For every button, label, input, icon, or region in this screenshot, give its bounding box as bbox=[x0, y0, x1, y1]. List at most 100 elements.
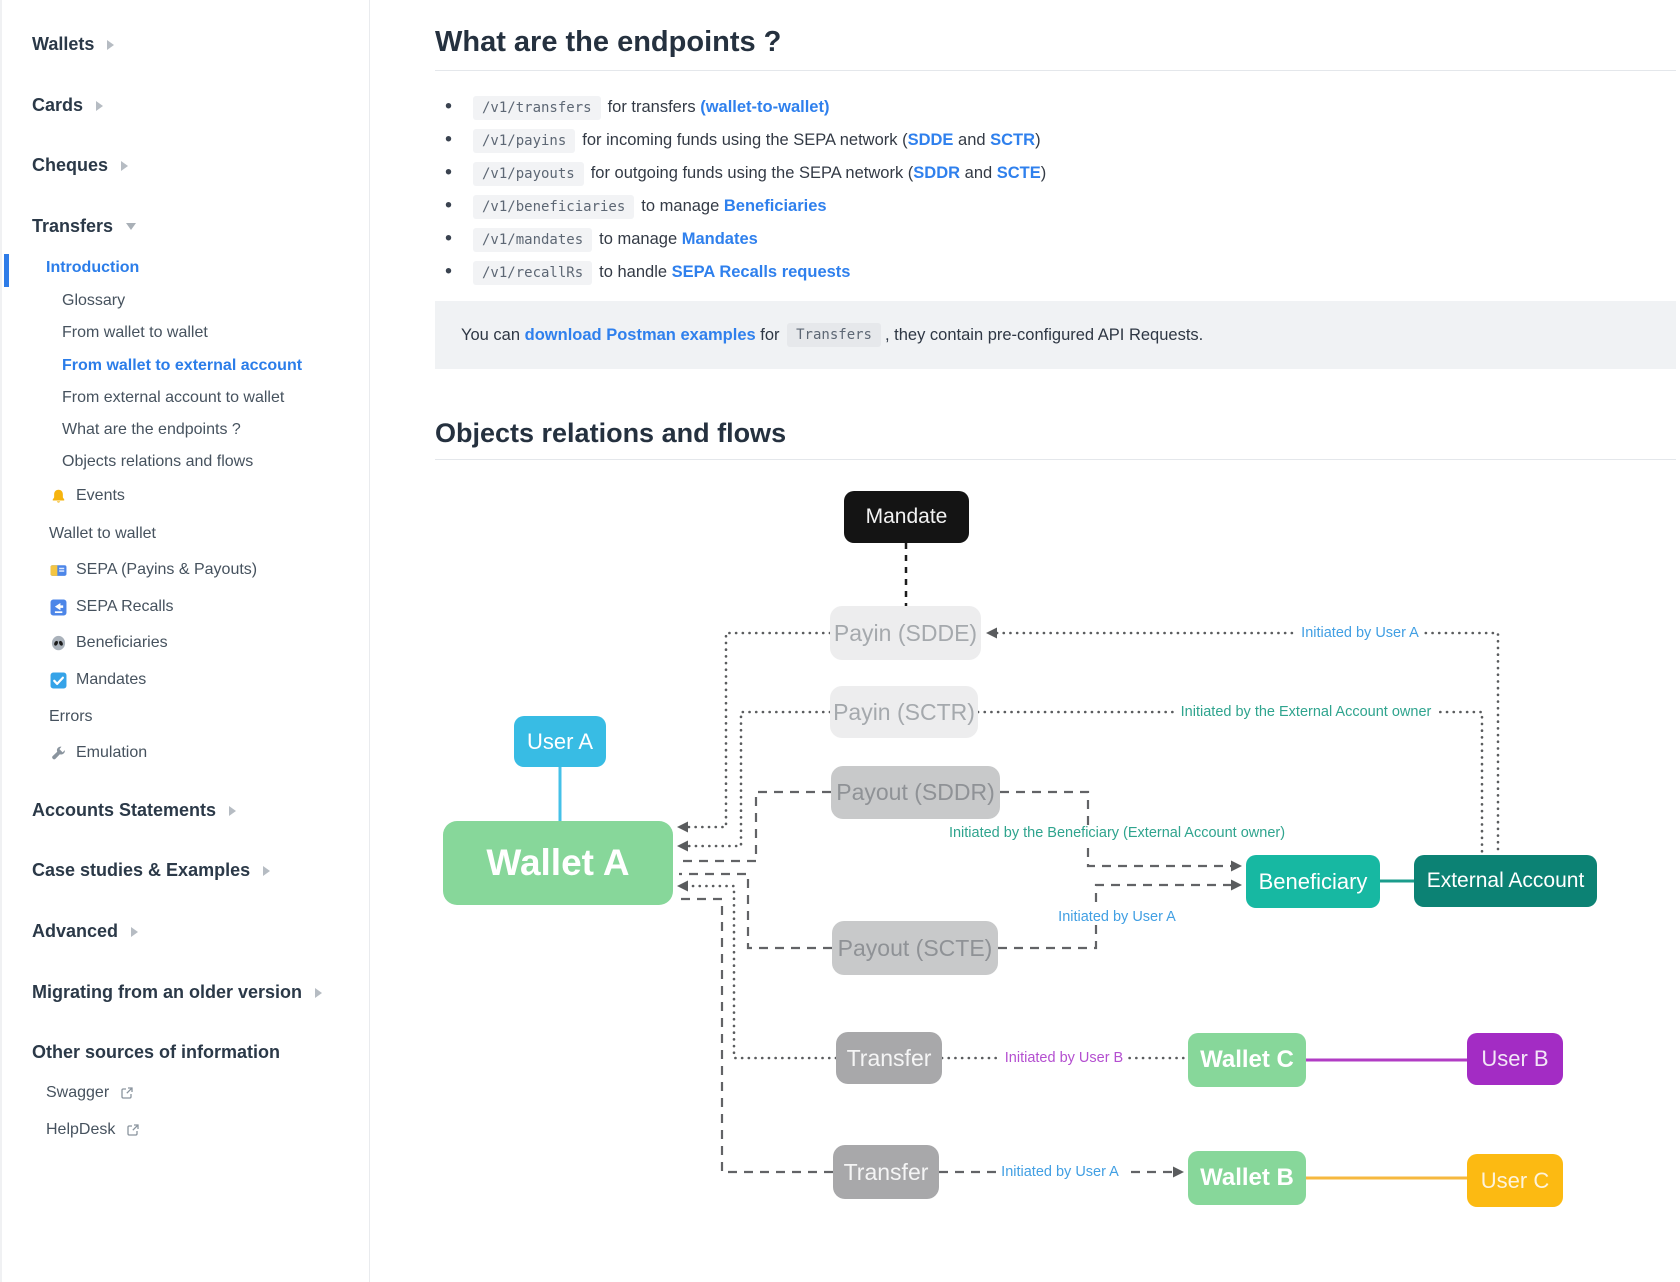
chevron-right-icon bbox=[315, 987, 323, 998]
main-content: What are the endpoints ? /v1/transfers f… bbox=[435, 0, 1676, 1239]
sidebar-item-errors[interactable]: Errors bbox=[49, 708, 93, 725]
wrench-icon bbox=[49, 744, 67, 762]
active-indicator bbox=[4, 254, 9, 287]
sidebar-section-accounts-statements[interactable]: Accounts Statements bbox=[32, 800, 237, 821]
endpoint-bullet-payouts: /v1/payouts for outgoing funds using the… bbox=[435, 157, 1676, 190]
section-label: Accounts Statements bbox=[32, 800, 217, 820]
checkbox-icon bbox=[49, 671, 67, 689]
node-beneficiary: Beneficiary bbox=[1246, 855, 1380, 908]
endpoint-code: /v1/payouts bbox=[473, 161, 584, 186]
endpoint-bullet-payins: /v1/payins for incoming funds using the … bbox=[435, 124, 1676, 157]
bell-icon bbox=[49, 487, 67, 505]
endpoint-bullet-beneficiaries: /v1/beneficiaries to manage Beneficiarie… bbox=[435, 190, 1676, 223]
node-payout-scte: Payout (SCTE) bbox=[832, 921, 998, 975]
sidebar-item-from-wallet-to-external-account[interactable]: From wallet to external account bbox=[62, 357, 303, 374]
endpoint-bullet-transfers: /v1/transfers for transfers (wallet-to-w… bbox=[435, 91, 1676, 124]
sidebar-item-from-external-account-to-wallet[interactable]: From external account to wallet bbox=[62, 389, 285, 406]
node-external-account: External Account bbox=[1414, 855, 1597, 907]
node-mandate: Mandate bbox=[844, 491, 969, 543]
sidebar-section-cheques[interactable]: Cheques bbox=[32, 155, 129, 176]
node-transfer-1: Transfer bbox=[836, 1032, 942, 1084]
chevron-right-icon bbox=[131, 926, 139, 937]
sidebar-item-introduction[interactable]: Introduction bbox=[46, 259, 140, 276]
edge-label-transfer-1: Initiated by User B bbox=[999, 1050, 1129, 1066]
endpoint-bullet-recalls: /v1/recallRs to handle SEPA Recalls requ… bbox=[435, 256, 1676, 289]
postman-note: You can download Postman examples for Tr… bbox=[435, 301, 1676, 369]
chevron-right-icon bbox=[96, 100, 104, 111]
edge-label-payout-sddr: Initiated by the Beneficiary (External A… bbox=[943, 825, 1291, 841]
node-user-c: User C bbox=[1467, 1154, 1563, 1207]
section-label: Advanced bbox=[32, 921, 119, 941]
edge-label-payout-scte: Initiated by User A bbox=[1053, 909, 1181, 925]
endpoint-code: /v1/transfers bbox=[473, 95, 601, 120]
sidebar-item-beneficiaries[interactable]: Beneficiaries bbox=[49, 634, 168, 652]
endpoint-bullet-mandates: /v1/mandates to manage Mandates bbox=[435, 223, 1676, 256]
section-label: Migrating from an older version bbox=[32, 982, 303, 1002]
sidebar-item-swagger[interactable]: Swagger bbox=[46, 1084, 134, 1102]
sidebar-item-wallet-to-wallet[interactable]: Wallet to wallet bbox=[49, 525, 156, 542]
endpoint-code: /v1/beneficiaries bbox=[473, 194, 635, 219]
sidebar-item-emulation[interactable]: Emulation bbox=[49, 744, 147, 762]
sidebar-section-advanced[interactable]: Advanced bbox=[32, 921, 139, 942]
node-wallet-c: Wallet C bbox=[1188, 1033, 1306, 1087]
sidebar-section-other-sources: Other sources of information bbox=[32, 1042, 280, 1063]
chevron-down-icon bbox=[126, 223, 137, 230]
node-user-b: User B bbox=[1467, 1033, 1563, 1085]
section-label: Other sources of information bbox=[32, 1042, 281, 1062]
beneficiaries-link[interactable]: Beneficiaries bbox=[723, 197, 827, 215]
download-postman-link[interactable]: download Postman examples bbox=[524, 325, 756, 344]
sidebar-item-sepa-payins-payouts[interactable]: SEPA (Payins & Payouts) bbox=[49, 561, 257, 579]
objects-relations-diagram: Mandate Payin (SDDE) Payin (SCTR) Payout… bbox=[435, 469, 1676, 1239]
node-wallet-a: Wallet A bbox=[443, 821, 673, 905]
node-user-a: User A bbox=[514, 716, 606, 767]
sddr-link[interactable]: SDDR bbox=[913, 164, 961, 182]
chevron-right-icon bbox=[229, 805, 237, 816]
sidebar: Wallets Cards Cheques Transfers Introduc… bbox=[0, 0, 370, 1282]
chevron-right-icon bbox=[121, 160, 129, 171]
sidebar-item-mandates[interactable]: Mandates bbox=[49, 671, 146, 689]
mandates-link[interactable]: Mandates bbox=[681, 230, 758, 248]
sidebar-section-case-studies[interactable]: Case studies & Examples bbox=[32, 860, 271, 881]
wallet-to-wallet-link[interactable]: (wallet-to-wallet) bbox=[700, 98, 830, 116]
page-title: What are the endpoints ? bbox=[435, 0, 1676, 71]
sidebar-item-sepa-recalls[interactable]: SEPA Recalls bbox=[49, 598, 174, 616]
section-label: Cheques bbox=[32, 155, 109, 175]
sidebar-item-helpdesk[interactable]: HelpDesk bbox=[46, 1121, 140, 1139]
external-link-icon bbox=[121, 1086, 134, 1100]
sepa-recalls-requests-link[interactable]: SEPA Recalls requests bbox=[671, 263, 851, 281]
sidebar-item-what-are-the-endpoints[interactable]: What are the endpoints ? bbox=[62, 421, 241, 438]
node-payin-sctr: Payin (SCTR) bbox=[830, 686, 978, 738]
sidebar-section-transfers[interactable]: Transfers bbox=[32, 216, 137, 237]
section-label: Case studies & Examples bbox=[32, 860, 251, 880]
chevron-right-icon bbox=[263, 865, 271, 876]
edge-label-payin-sctr: Initiated by the External Account owner bbox=[1175, 704, 1437, 720]
transfers-code-chip: Transfers bbox=[787, 323, 881, 347]
section-title: Objects relations and flows bbox=[435, 418, 1676, 460]
node-payin-sdde: Payin (SDDE) bbox=[830, 606, 981, 660]
edge-label-transfer-2: Initiated by User A bbox=[996, 1164, 1124, 1180]
section-label: Wallets bbox=[32, 34, 95, 54]
sctr-link[interactable]: SCTR bbox=[990, 131, 1036, 149]
edge-label-payin-sdde: Initiated by User A bbox=[1296, 625, 1424, 641]
sdde-link[interactable]: SDDE bbox=[907, 131, 954, 149]
section-label: Cards bbox=[32, 95, 84, 115]
back-arrow-icon bbox=[49, 598, 67, 616]
node-wallet-b: Wallet B bbox=[1188, 1151, 1306, 1205]
scte-link[interactable]: SCTE bbox=[996, 164, 1041, 182]
node-payout-sddr: Payout (SDDR) bbox=[831, 766, 1000, 819]
sidebar-item-glossary[interactable]: Glossary bbox=[62, 292, 126, 309]
sidebar-section-cards[interactable]: Cards bbox=[32, 95, 104, 116]
endpoint-code: /v1/recallRs bbox=[473, 260, 593, 285]
endpoints-list: /v1/transfers for transfers (wallet-to-w… bbox=[435, 91, 1676, 289]
endpoint-code: /v1/mandates bbox=[473, 227, 593, 252]
sidebar-item-objects-relations-and-flows[interactable]: Objects relations and flows bbox=[62, 453, 254, 470]
sidebar-section-wallets[interactable]: Wallets bbox=[32, 34, 115, 55]
node-transfer-2: Transfer bbox=[833, 1145, 939, 1199]
section-label: Transfers bbox=[32, 216, 114, 236]
endpoint-code: /v1/payins bbox=[473, 128, 576, 153]
sidebar-item-events[interactable]: Events bbox=[49, 487, 125, 505]
chevron-right-icon bbox=[107, 39, 115, 50]
sidebar-item-from-wallet-to-wallet[interactable]: From wallet to wallet bbox=[62, 324, 208, 341]
sidebar-section-migrating[interactable]: Migrating from an older version bbox=[32, 982, 323, 1003]
